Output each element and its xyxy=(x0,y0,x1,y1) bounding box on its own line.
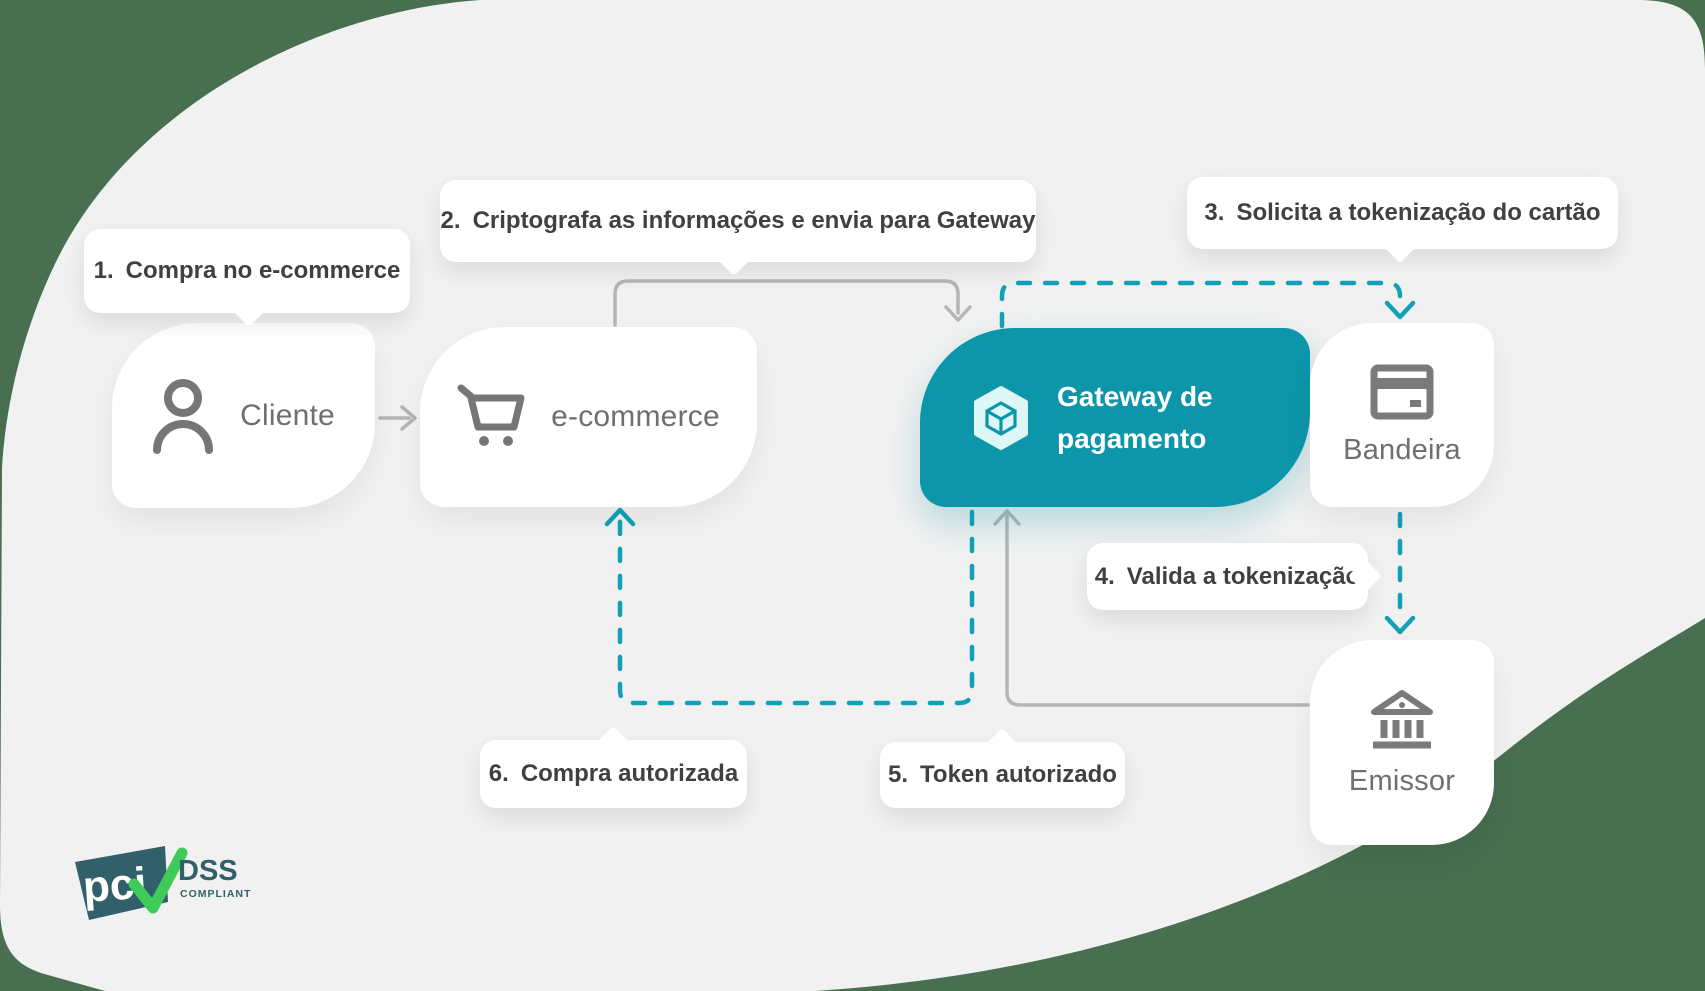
callout-step-1: 1. Compra no e-commerce xyxy=(84,229,410,327)
callout-step-6: 6. Compra autorizada xyxy=(480,726,747,808)
compliant-text: COMPLIANT xyxy=(180,888,251,900)
checkmark-icon xyxy=(128,847,188,914)
arrow-ecommerce-to-gateway xyxy=(613,279,972,327)
credit-card-icon xyxy=(1370,364,1434,419)
callout-6-text: Compra autorizada xyxy=(520,760,739,787)
arrow-gateway-to-ecommerce xyxy=(604,507,975,706)
gateway-label-line2: pagamento xyxy=(1057,422,1207,454)
pci-dss-compliant-logo: pci DSS COMPLIANT xyxy=(75,846,251,920)
gateway-label-line1: Gateway de xyxy=(1057,381,1213,413)
callout-step-3: 3. Solicita a tokenização do cartão xyxy=(1187,177,1618,263)
arrow-bandeira-to-emissor xyxy=(1384,511,1416,635)
callout-5-text: Token autorizado xyxy=(920,761,1117,788)
callout-3-text: Solicita a tokenização do cartão xyxy=(1236,199,1601,226)
callout-5-number: 5. xyxy=(888,761,909,788)
callout-1-number: 1. xyxy=(93,257,114,284)
node-ecommerce-label: e-commerce xyxy=(551,400,720,433)
node-bandeira-label: Bandeira xyxy=(1343,433,1461,466)
node-gateway-label: Gateway de pagamento xyxy=(1057,376,1213,459)
node-cliente-label: Cliente xyxy=(240,398,335,432)
callout-step-5: 5. Token autorizado xyxy=(880,728,1125,808)
callout-4-number: 4. xyxy=(1094,562,1115,590)
person-icon xyxy=(153,378,214,454)
dss-text: DSS xyxy=(178,855,238,887)
callout-2-number: 2. xyxy=(440,207,461,234)
node-ecommerce: e-commerce xyxy=(420,327,757,507)
arrow-cliente-to-ecommerce xyxy=(378,405,417,431)
arrow-gateway-to-bandeira xyxy=(999,280,1416,329)
callout-6-number: 6. xyxy=(488,760,509,787)
cart-icon xyxy=(457,384,525,446)
node-cliente: Cliente xyxy=(112,323,375,508)
callout-2-text: Criptografa as informações e envia para … xyxy=(472,207,1036,234)
node-bandeira: Bandeira xyxy=(1310,323,1494,507)
bank-icon xyxy=(1371,690,1433,749)
node-emissor-label: Emissor xyxy=(1348,765,1456,797)
node-emissor: Emissor xyxy=(1310,640,1494,845)
node-gateway: Gateway de pagamento xyxy=(920,328,1310,507)
callout-1-text: Compra no e-commerce xyxy=(125,257,401,284)
callout-step-2: 2. Criptografa as informações e envia pa… xyxy=(440,180,1036,276)
callout-3-number: 3. xyxy=(1204,199,1225,226)
callout-step-4: 4. Valida a tokenização xyxy=(1087,543,1382,610)
arrow-emissor-to-gateway xyxy=(993,509,1310,707)
cube-icon xyxy=(974,385,1028,450)
callout-4-text: Valida a tokenização xyxy=(1126,562,1361,590)
